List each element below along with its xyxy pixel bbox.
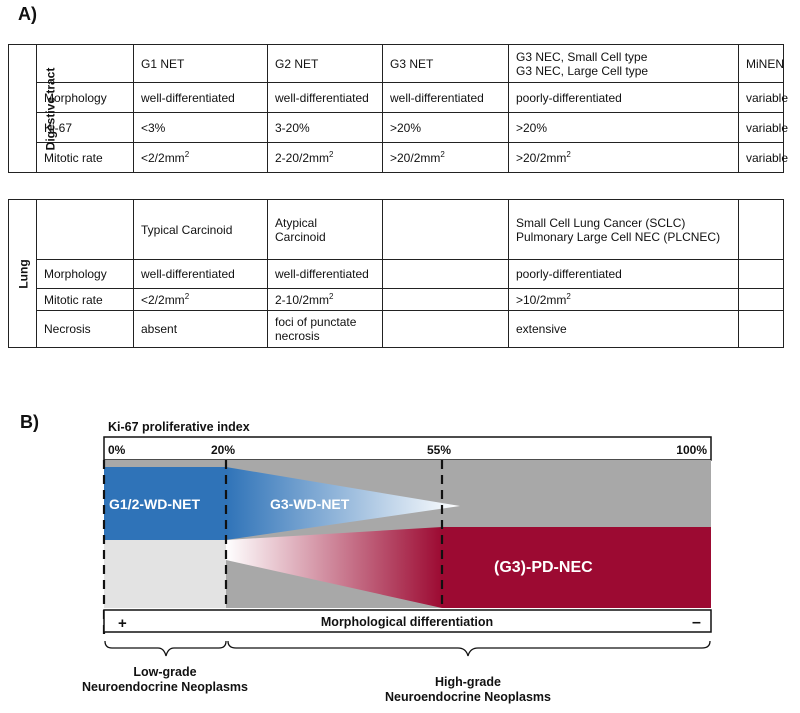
table-cell: extensive — [508, 310, 739, 348]
table-cell: >10/2mm2 — [508, 288, 739, 311]
table-cell: 3-20% — [267, 112, 383, 143]
table-cell — [738, 259, 784, 289]
pd-nec-wedge — [226, 527, 442, 608]
digestive-tract-side-label-cell: Digestive tract — [8, 44, 57, 173]
g1-2-wd-net-label: G1/2-WD-NET — [109, 496, 200, 512]
table-cell: <2/2mm2 — [133, 142, 268, 173]
lung-side-label-cell: Lung — [8, 199, 37, 348]
axis-scale-box — [103, 436, 712, 461]
row-label-cell: Mitotic rate — [36, 288, 134, 311]
pd-nec-bar — [442, 527, 711, 608]
table-cell: >20/2mm2 — [382, 142, 509, 173]
axis-title: Ki-67 proliferative index — [108, 420, 250, 434]
header-cell: G3 NEC, Small Cell type G3 NEC, Large Ce… — [508, 44, 739, 83]
pd-nec-label: (G3)-PD-NEC — [494, 559, 593, 576]
differentiation-label: Morphological differentiation — [321, 615, 493, 629]
row-label-cell: Morphology — [36, 259, 134, 289]
low-grade-light-area — [104, 540, 226, 608]
header-cell: G3 NET — [382, 44, 509, 83]
row-label-cell: Necrosis — [36, 310, 134, 348]
table-cell: <2/2mm2 — [133, 288, 268, 311]
table-cell: well-differentiated — [133, 82, 268, 113]
table-cell — [382, 310, 509, 348]
header-cell: MiNEN — [738, 44, 784, 83]
wd-net-bar — [104, 467, 226, 540]
table-cell: absent — [133, 310, 268, 348]
tick-labels: 0% 20% 55% 100% — [108, 443, 707, 457]
table-cell: variable — [738, 82, 788, 113]
table-cell: variable — [738, 112, 788, 143]
g3-wd-net-label: G3-WD-NET — [270, 496, 350, 512]
table-cell: 2-10/2mm2 — [267, 288, 383, 311]
digestive-tract-table: Digestive tract G1 NET G2 NET G3 NET G3 … — [8, 44, 788, 173]
tick-label: 20% — [211, 443, 235, 457]
plus-sign: + — [118, 615, 127, 632]
low-grade-label-line1: Low-grade — [133, 665, 196, 679]
header-cell — [36, 199, 134, 260]
panel-b-label: B) — [20, 412, 39, 432]
tick-label: 0% — [108, 443, 126, 457]
differentiation-bar — [103, 609, 712, 633]
table-cell: poorly-differentiated — [508, 82, 739, 113]
table-cell: well-differentiated — [382, 82, 509, 113]
table-cell: well-differentiated — [267, 259, 383, 289]
high-grade-label-line1: High-grade — [435, 675, 501, 689]
header-cell: Typical Carcinoid — [133, 199, 268, 260]
table-cell: poorly-differentiated — [508, 259, 739, 289]
row-label-cell: Ki-67 — [36, 112, 134, 143]
table-cell: well-differentiated — [267, 82, 383, 113]
tick-label: 55% — [427, 443, 451, 457]
header-cell — [36, 44, 134, 83]
panel-a-label: A) — [18, 4, 37, 24]
table-cell: >20/2mm2 — [508, 142, 739, 173]
table-cell: well-differentiated — [133, 259, 268, 289]
header-cell: G2 NET — [267, 44, 383, 83]
header-cell: Small Cell Lung Cancer (SCLC) Pulmonary … — [508, 199, 739, 260]
low-grade-label-line2: Neuroendocrine Neoplasms — [82, 680, 248, 694]
table-cell: 2-20/2mm2 — [267, 142, 383, 173]
table-cell: variable — [738, 142, 788, 173]
table-cell — [738, 310, 784, 348]
table-cell: foci of punctate necrosis — [267, 310, 383, 348]
high-grade-label-line2: Neuroendocrine Neoplasms — [385, 690, 551, 704]
high-grade-bracket — [227, 640, 711, 657]
lung-table: Lung Typical Carcinoid Atypical Carcinoi… — [8, 199, 784, 348]
low-grade-bracket — [104, 640, 227, 657]
tick-label: 100% — [676, 443, 707, 457]
header-cell — [382, 199, 509, 260]
row-label-cell: Mitotic rate — [36, 142, 134, 173]
g3-wd-net-wedge — [226, 467, 460, 540]
minus-sign: – — [692, 614, 701, 631]
